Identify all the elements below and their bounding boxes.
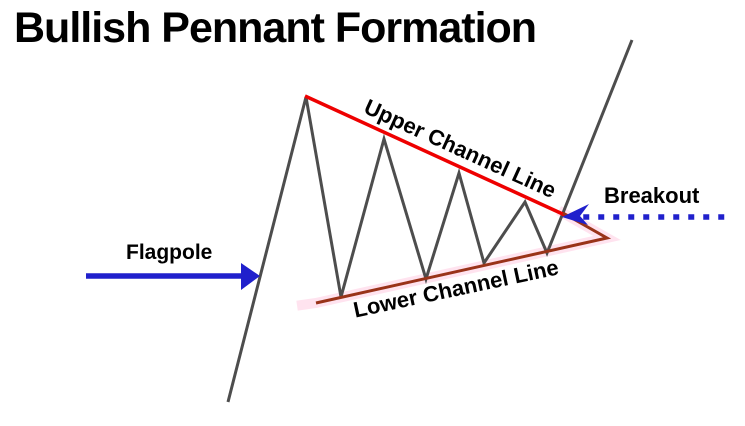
upper-channel-trendline <box>304 94 568 218</box>
flagpole-arrowhead-icon <box>241 263 260 290</box>
flagpole-label: Flagpole <box>126 241 213 264</box>
page-title: Bullish Pennant Formation <box>14 4 537 52</box>
breakout-label: Breakout <box>604 183 700 208</box>
breakout-arrowhead-icon <box>562 204 589 225</box>
price-zigzag-line <box>226 39 634 403</box>
